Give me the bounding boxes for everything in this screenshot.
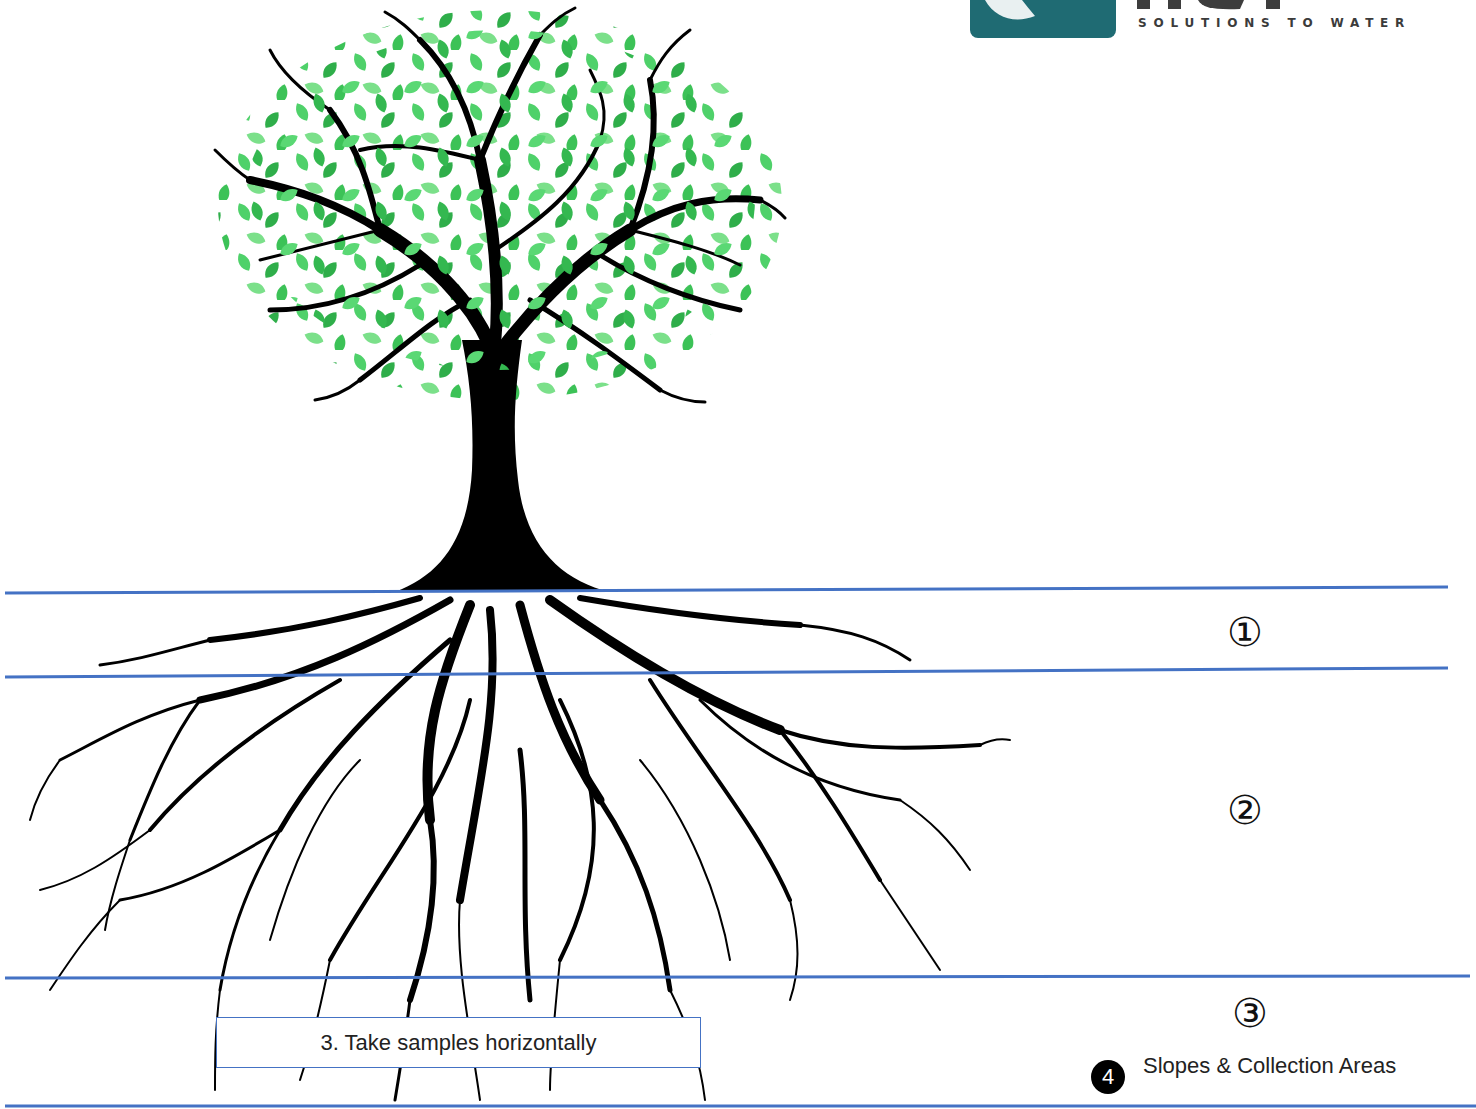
logo-tagline: SOLUTIONS TO WATER bbox=[1138, 17, 1411, 29]
canopy-leaves bbox=[218, 10, 782, 400]
callout-number: ② bbox=[1227, 790, 1263, 830]
callout-number: 4 bbox=[1102, 1066, 1114, 1088]
callout-number: ① bbox=[1227, 612, 1263, 652]
canopy-leaves-front bbox=[245, 30, 755, 370]
tree-trunk bbox=[215, 8, 785, 592]
callout-number: ③ bbox=[1232, 993, 1268, 1033]
note-text: 3. Take samples horizontally bbox=[321, 1032, 597, 1054]
callout-circle: 4 bbox=[1091, 1060, 1125, 1094]
note-box: 3. Take samples horizontally bbox=[216, 1017, 701, 1068]
callout-text: Slopes & Collection Areas bbox=[1143, 1055, 1396, 1077]
layer-boundary-lines bbox=[5, 587, 1476, 1106]
